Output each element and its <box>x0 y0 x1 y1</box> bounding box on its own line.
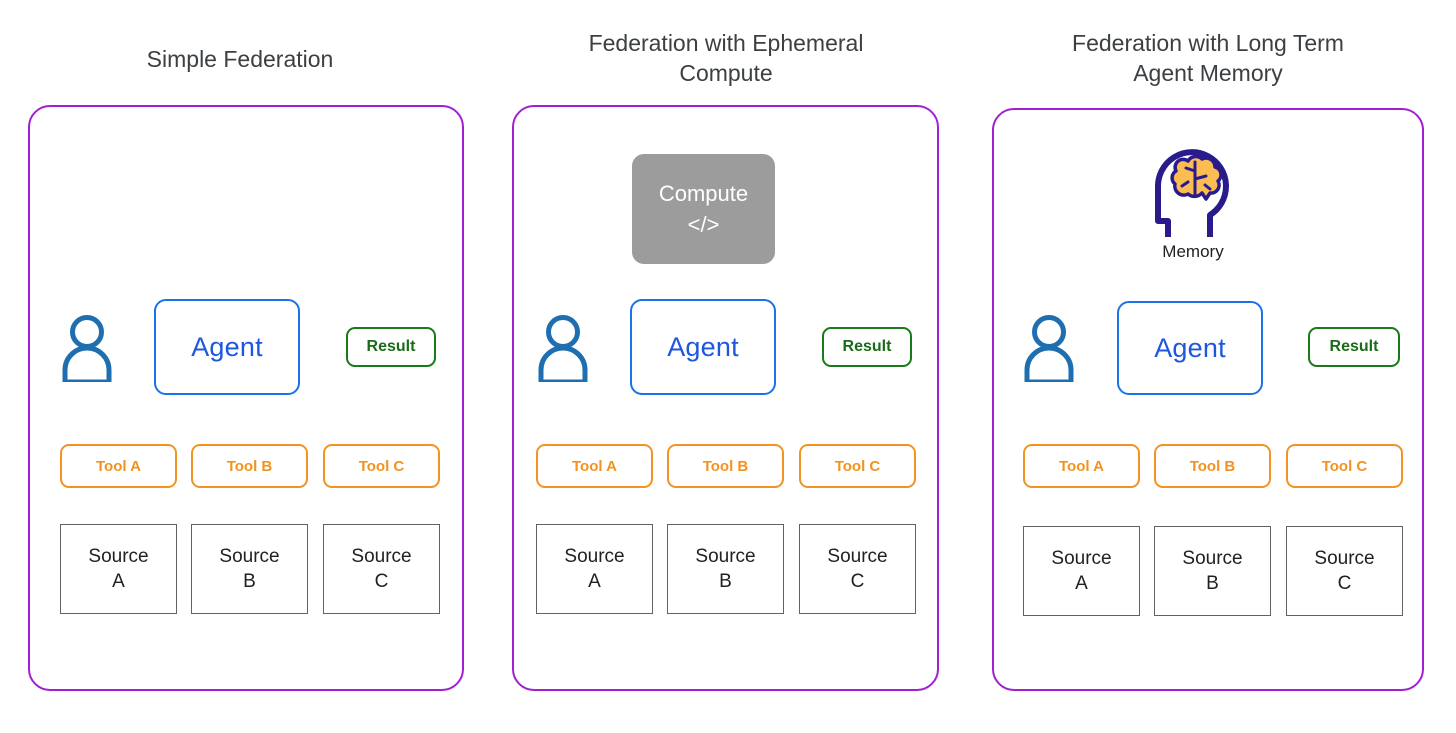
tool-box-c-panel2[interactable]: Tool C <box>799 444 916 488</box>
result-box-panel3[interactable]: Result <box>1308 327 1400 367</box>
tool-box-c-panel1[interactable]: Tool C <box>323 444 440 488</box>
user-icon <box>536 312 590 382</box>
user-icon <box>60 312 114 382</box>
result-box-panel2[interactable]: Result <box>822 327 912 367</box>
code-glyph-icon: </> <box>687 212 720 237</box>
panel-title-simple-federation: Simple Federation <box>146 46 334 72</box>
tool-box-a-panel1[interactable]: Tool A <box>60 444 177 488</box>
tool-box-b-panel2[interactable]: Tool B <box>667 444 784 488</box>
source-box-b-panel2[interactable]: Source B <box>667 524 784 614</box>
source-box-a-panel2[interactable]: Source A <box>536 524 653 614</box>
brain-in-head-icon <box>1148 137 1240 237</box>
tool-box-a-panel3[interactable]: Tool A <box>1023 444 1140 488</box>
source-box-a-panel1[interactable]: Source A <box>60 524 177 614</box>
panel-title-federation-long-term-agent-memory: Federation with Long Term Agent Memory <box>1072 30 1344 86</box>
tool-box-b-panel3[interactable]: Tool B <box>1154 444 1271 488</box>
agent-box-panel2[interactable]: Agent <box>630 299 776 395</box>
source-box-b-panel1[interactable]: Source B <box>191 524 308 614</box>
panel-title-federation-ephemeral-compute: Federation with Ephemeral Compute <box>588 30 864 86</box>
source-box-c-panel1[interactable]: Source C <box>323 524 440 614</box>
agent-box-panel1[interactable]: Agent <box>154 299 300 395</box>
agent-box-panel3[interactable]: Agent <box>1117 301 1263 395</box>
source-box-c-panel3[interactable]: Source C <box>1286 526 1403 616</box>
source-box-b-panel3[interactable]: Source B <box>1154 526 1271 616</box>
tool-box-b-panel1[interactable]: Tool B <box>191 444 308 488</box>
tool-box-a-panel2[interactable]: Tool A <box>536 444 653 488</box>
memory-label: Memory <box>1162 242 1224 261</box>
source-box-a-panel3[interactable]: Source A <box>1023 526 1140 616</box>
tool-box-c-panel3[interactable]: Tool C <box>1286 444 1403 488</box>
user-icon <box>1022 312 1076 382</box>
compute-label: Compute <box>658 181 749 206</box>
result-box-panel1[interactable]: Result <box>346 327 436 367</box>
source-box-c-panel2[interactable]: Source C <box>799 524 916 614</box>
compute-box-panel2[interactable]: Compute </> <box>632 154 775 264</box>
